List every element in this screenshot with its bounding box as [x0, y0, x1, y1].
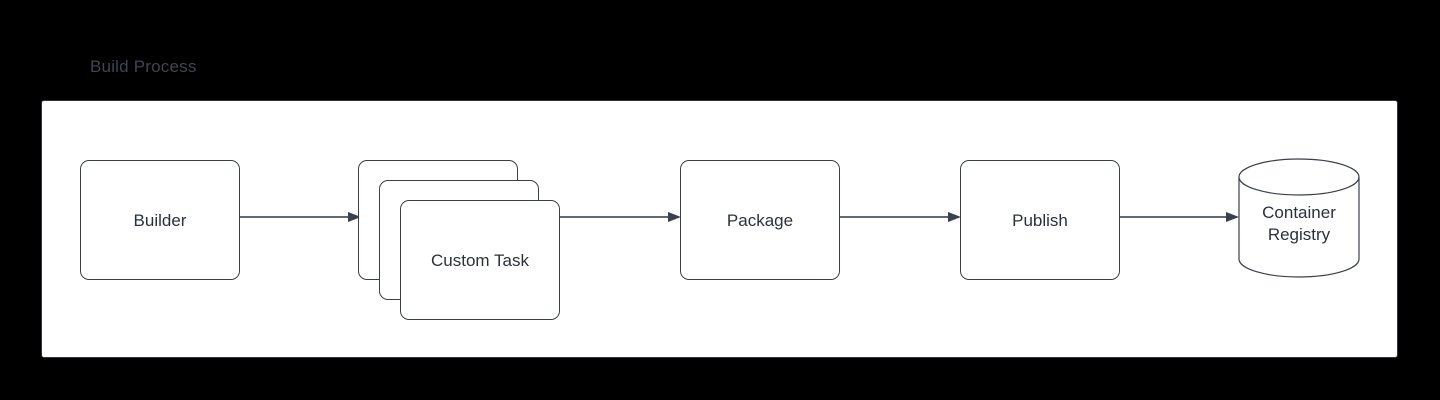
node-container-registry-label-line2: Registry: [1267, 225, 1331, 244]
node-publish-label: Publish: [1012, 210, 1068, 230]
node-container-registry-label: Container Registry: [1238, 158, 1360, 278]
node-builder[interactable]: Builder: [80, 160, 240, 280]
edge-custom-task-to-package: [560, 211, 682, 223]
node-publish[interactable]: Publish: [960, 160, 1120, 280]
node-custom-task-front[interactable]: Custom Task: [400, 200, 560, 320]
edge-builder-to-custom-task: [240, 211, 362, 223]
node-container-registry[interactable]: Container Registry: [1238, 158, 1360, 278]
edge-package-to-publish: [840, 211, 962, 223]
node-package-label: Package: [726, 210, 794, 230]
node-container-registry-label-line1: Container: [1262, 203, 1336, 222]
node-builder-label: Builder: [133, 210, 187, 230]
node-custom-task-front-label: Custom Task: [431, 250, 529, 270]
cylinder-shape: [1238, 158, 1360, 278]
node-package[interactable]: Package: [680, 160, 840, 280]
page-title: Build Process: [90, 57, 197, 76]
edge-publish-to-registry: [1120, 211, 1240, 223]
